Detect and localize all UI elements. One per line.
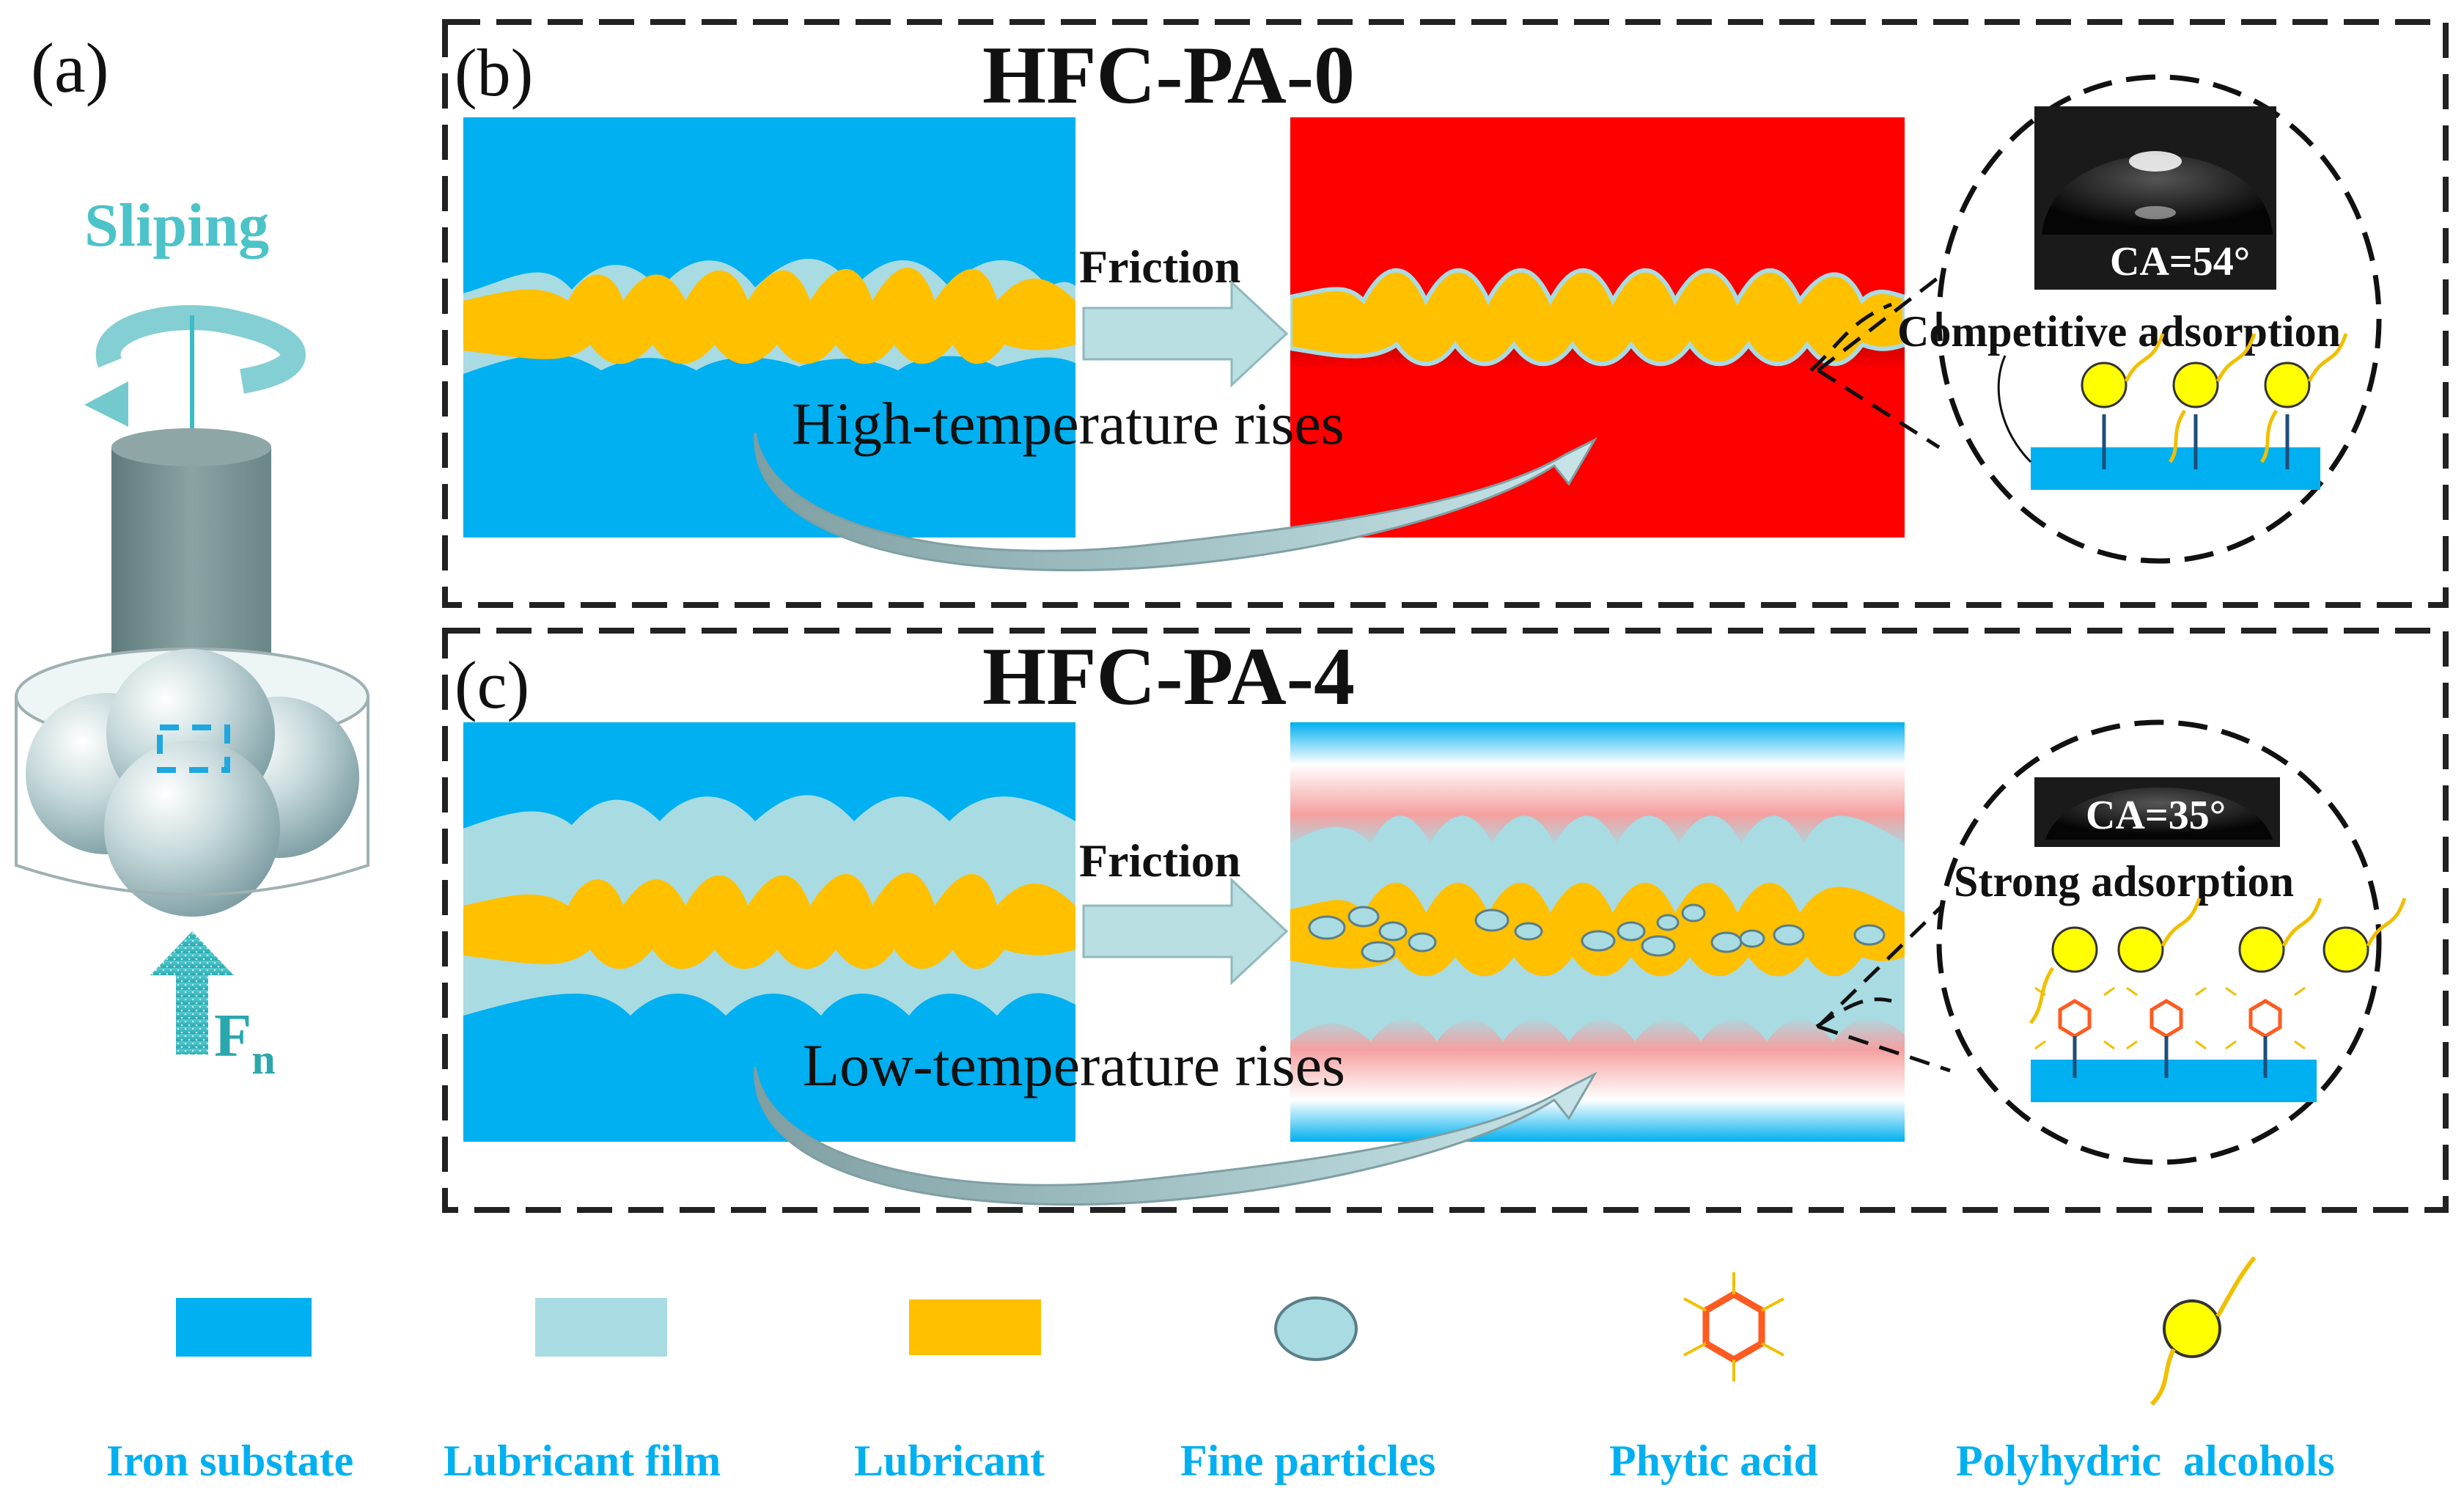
legend: Iron substate Lubricant film Lubricant F… <box>106 1256 2335 1485</box>
c-after-block <box>1290 722 1905 1142</box>
c-friction-arrow-icon <box>1082 877 1289 986</box>
ball-cup-icon <box>15 648 369 917</box>
c-friction-label: Friction <box>1079 834 1240 887</box>
b-detail-inset: CA=54° Competitive adsorption <box>1897 74 2382 564</box>
legend-item-alcohol: Polyhydric alcohols <box>1956 1256 2335 1485</box>
phytic-acid-icon <box>1683 1272 1784 1382</box>
legend-label-lubricant: Lubricant <box>854 1437 1045 1485</box>
b-curve-arrow-icon <box>754 432 1597 572</box>
c-zoom-lines <box>1815 893 1955 1073</box>
legend-item-phytic: Phytic acid <box>1609 1272 1818 1485</box>
panel-b-title: HFC-PA-0 <box>982 30 1355 121</box>
panel-c-frame <box>442 628 2449 1213</box>
panel-a: (a) Sliping Fn <box>15 29 369 1083</box>
c-adsorption-label: Strong adsorption <box>1954 857 2294 906</box>
c-before-block <box>463 722 1075 1142</box>
lubricant-icon <box>909 1299 1041 1355</box>
fine-particle-icon <box>1274 1296 1358 1361</box>
legend-item-lubricant: Lubricant <box>854 1299 1045 1485</box>
c-curve-arrow-icon <box>754 1066 1597 1206</box>
c-contact-angle-image <box>2034 777 2280 847</box>
c-temp-label: Low-temperature rises <box>803 1032 1345 1098</box>
b-friction-arrow-icon <box>1082 279 1289 388</box>
polyhydric-alcohol-icon <box>2149 1256 2257 1406</box>
legend-item-particles: Fine particles <box>1180 1296 1435 1485</box>
panel-b-label: (b) <box>455 35 533 110</box>
legend-label-particles: Fine particles <box>1180 1437 1435 1485</box>
b-contact-angle-image <box>2034 106 2276 290</box>
c-fine-particles <box>1308 903 1886 963</box>
b-temp-label: High-temperature rises <box>792 390 1345 457</box>
iron-substrate-icon <box>176 1298 312 1357</box>
c-contact-angle-label: CA=35° <box>2086 793 2226 838</box>
force-label: Fn <box>214 1002 276 1083</box>
sliping-label: Sliping <box>84 191 269 260</box>
b-friction-label: Friction <box>1079 241 1240 293</box>
panel-c: (c) HFC-PA-4 Friction <box>442 628 2449 1213</box>
legend-label-film: Lubricant film <box>444 1437 721 1485</box>
normal-force-arrow-icon <box>150 931 234 1054</box>
panel-b-frame <box>442 19 2449 608</box>
panel-c-title: HFC-PA-4 <box>982 631 1355 722</box>
legend-label-iron: Iron substate <box>106 1437 353 1485</box>
c-molecules <box>2029 898 2407 1078</box>
legend-label-alcohol: Polyhydric alcohols <box>1956 1437 2335 1485</box>
b-after-block <box>1290 117 1905 538</box>
panel-a-label: (a) <box>31 29 109 107</box>
b-alcohol-molecules <box>2081 333 2348 469</box>
c-detail-inset: CA=35° Strong adsorption <box>1936 719 2407 1165</box>
panel-b: (b) HFC-PA-0 Friction High-temperature r… <box>442 19 2449 608</box>
legend-label-phytic: Phytic acid <box>1609 1437 1818 1485</box>
legend-item-iron: Iron substate <box>106 1298 353 1485</box>
panel-c-label: (c) <box>455 648 529 722</box>
b-adsorption-label: Competitive adsorption <box>1897 307 2341 356</box>
b-contact-angle-label: CA=54° <box>2110 239 2250 285</box>
legend-item-film: Lubricant film <box>444 1298 721 1485</box>
lubricant-film-icon <box>535 1298 667 1357</box>
b-zoom-lines <box>1809 270 1948 450</box>
